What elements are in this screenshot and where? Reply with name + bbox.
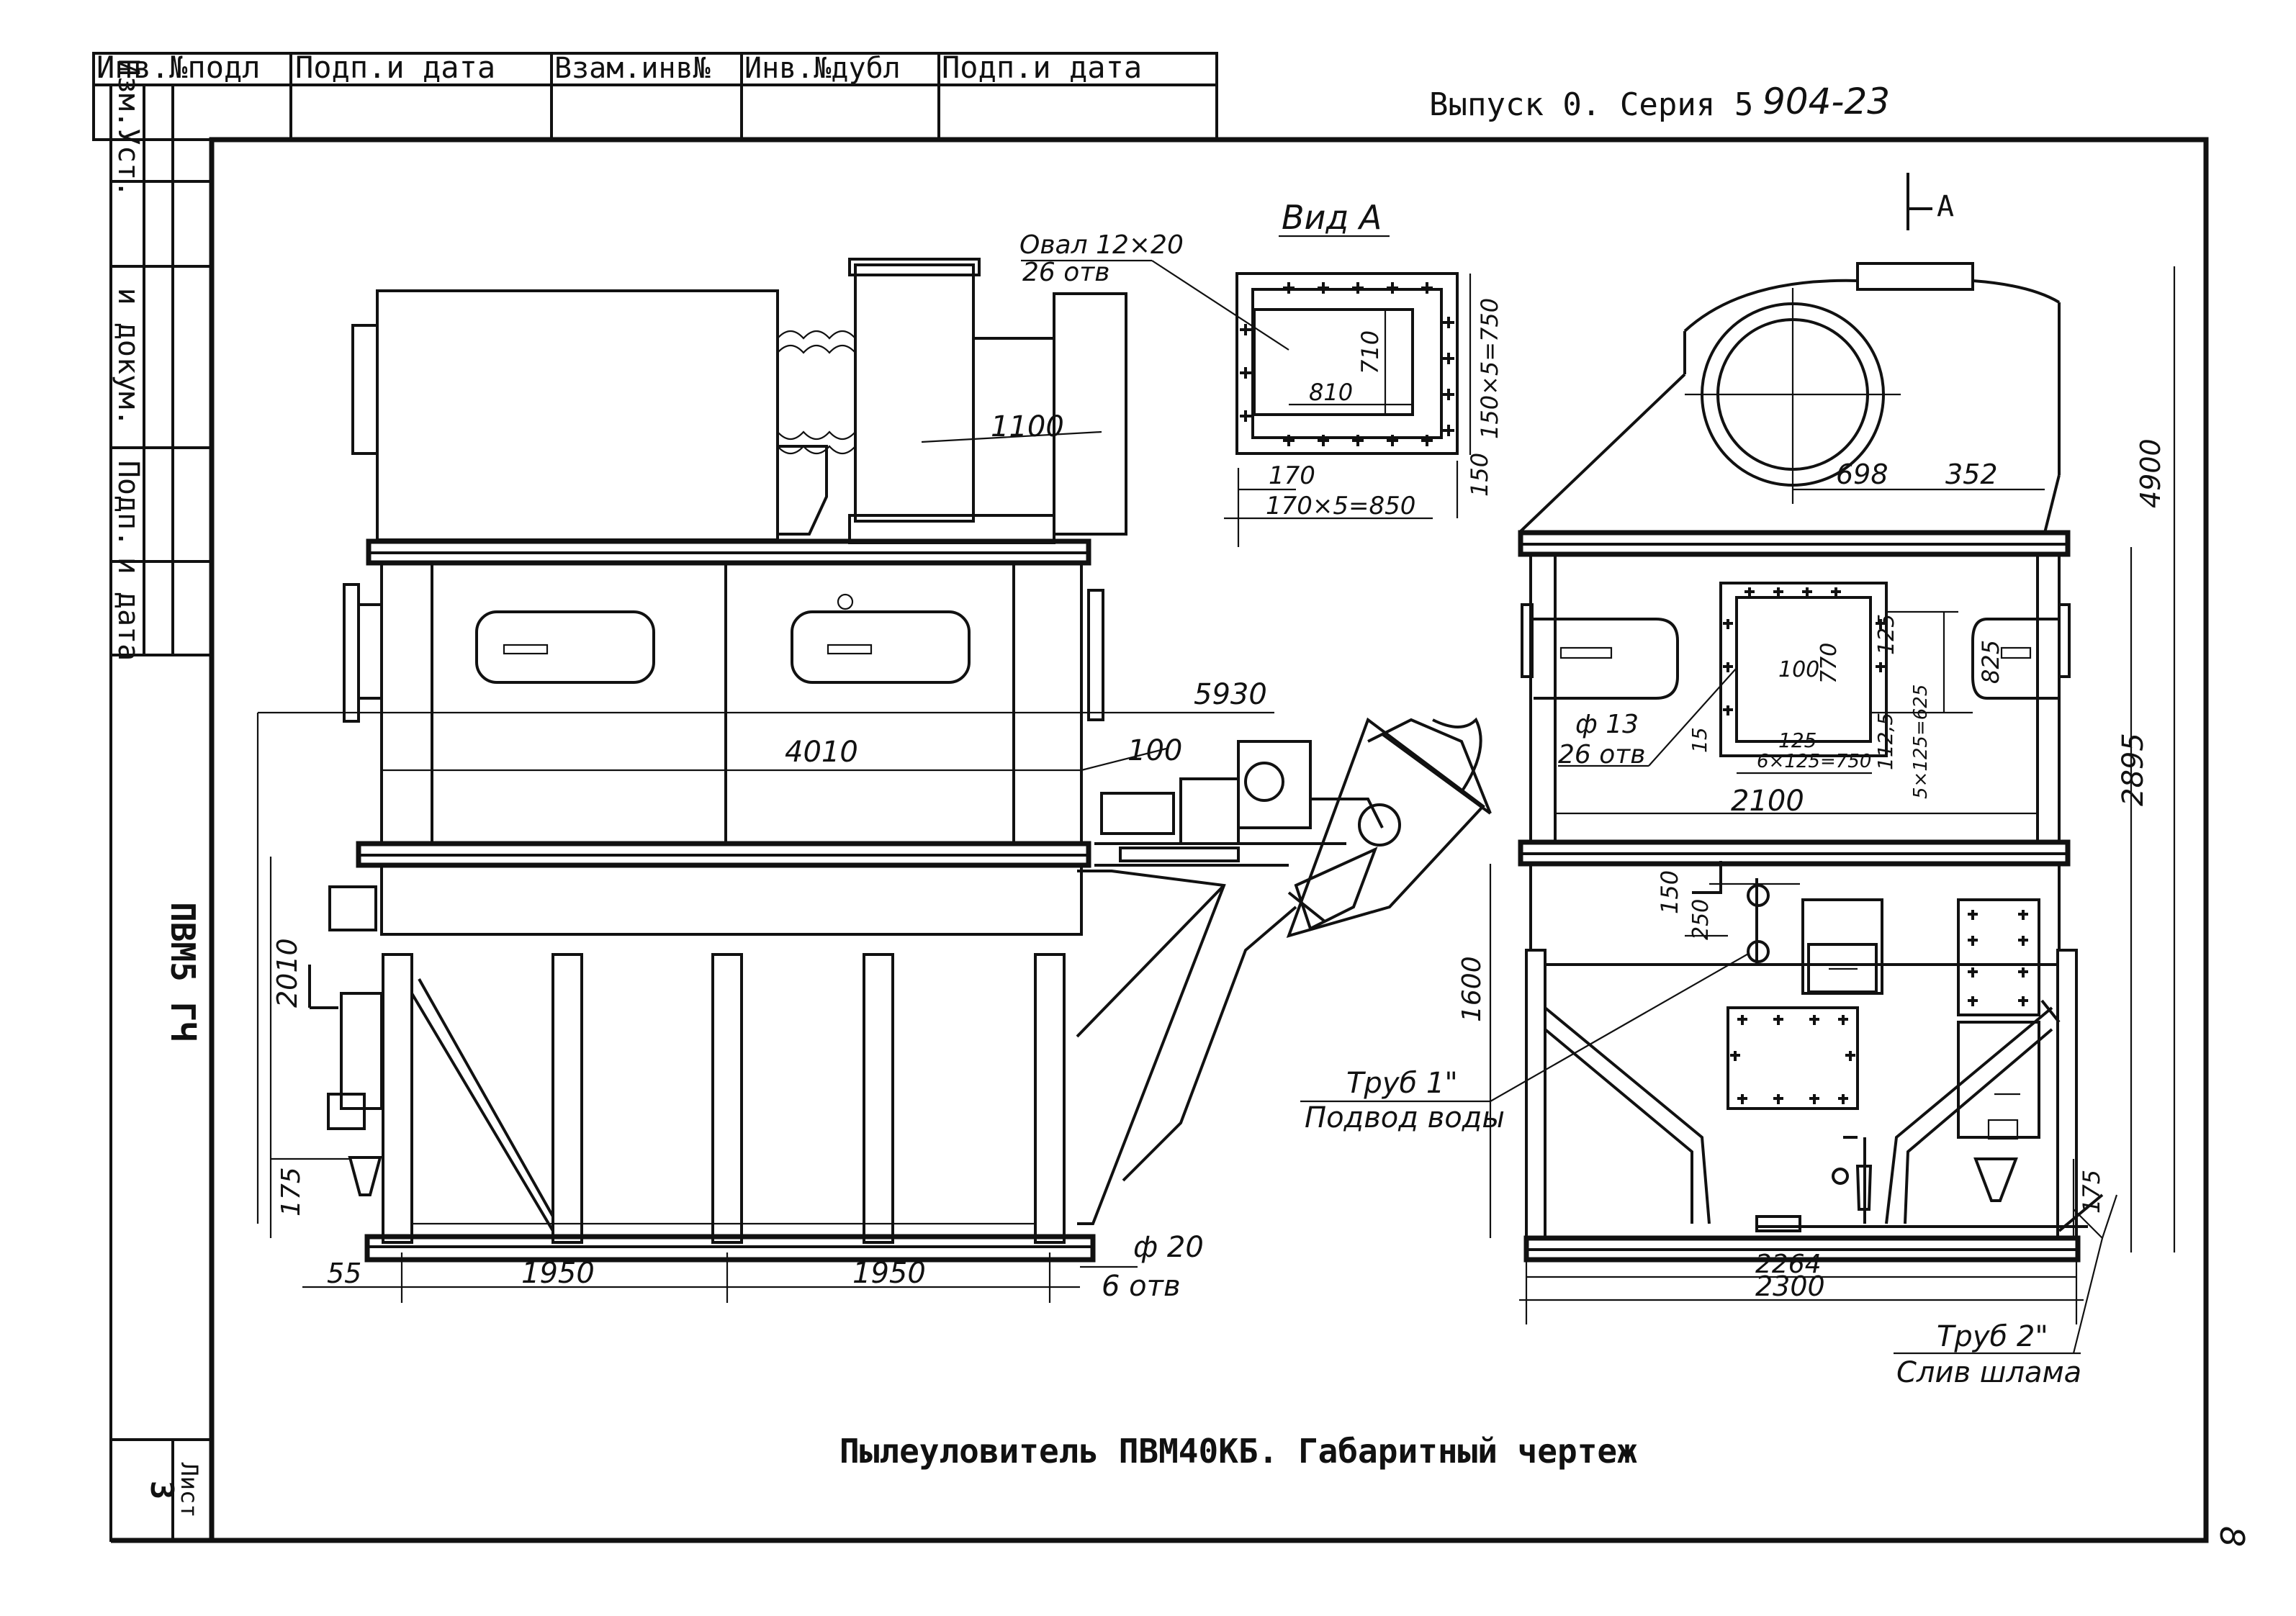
front-dim-1950-b: 1950 bbox=[852, 1257, 926, 1290]
side-dim-770: 770 bbox=[1816, 643, 1842, 684]
side-hole-count: 26 отв bbox=[1558, 740, 1645, 769]
stamp-cell-2: и докум. bbox=[112, 288, 145, 427]
sheet-number: 3 bbox=[143, 1481, 180, 1500]
view-a-dim-170: 170 bbox=[1269, 461, 1315, 490]
header-cell-5: Подп.и дата bbox=[942, 50, 1142, 85]
side-dim-125: 125 bbox=[1874, 614, 1899, 655]
view-a: Вид А Овал 12×20 26 отв 810 710 150×5=75… bbox=[1019, 198, 1503, 547]
front-dim-100: 100 bbox=[1127, 734, 1182, 767]
side-dim-2300: 2300 bbox=[1755, 1270, 1825, 1302]
section-marker-a: А bbox=[1937, 190, 1954, 223]
side-dim-175: 175 bbox=[2078, 1170, 2105, 1214]
side-dim-1125: 112,5 bbox=[1873, 713, 1897, 770]
front-dim-2010: 2010 bbox=[271, 938, 303, 1008]
side-pipe-sludge-2: Слив шлама bbox=[1896, 1356, 2081, 1389]
stamp-cell-3: Подп. bbox=[112, 461, 145, 547]
side-dim-15: 15 bbox=[1688, 727, 1711, 753]
page-mark: 8 bbox=[2212, 1526, 2251, 1547]
view-a-dim-150: 150 bbox=[1466, 453, 1493, 497]
front-bolt-holes-count: 6 отв bbox=[1102, 1270, 1181, 1303]
side-dim-250: 250 bbox=[1688, 899, 1714, 940]
front-dim-1950-a: 1950 bbox=[521, 1257, 595, 1290]
header-cell-4: Инв.№дубл bbox=[744, 52, 901, 85]
side-view: А 698 352 4900 2895 bbox=[1300, 173, 2176, 1389]
side-dim-2100: 2100 bbox=[1731, 785, 1804, 818]
side-dim-col: 5×125=625 bbox=[1910, 685, 1932, 799]
side-dim-125b: 125 bbox=[1778, 728, 1816, 752]
view-a-dim-810: 810 bbox=[1309, 379, 1353, 406]
series-number: 904-23 bbox=[1762, 81, 1890, 122]
view-a-dim-side: 150×5=750 bbox=[1476, 298, 1503, 439]
side-dim-698: 698 bbox=[1836, 459, 1888, 490]
header-cell-1: Инв.№подл bbox=[96, 50, 261, 85]
front-dim-55: 55 bbox=[327, 1258, 361, 1289]
side-dim-2895: 2895 bbox=[2117, 733, 2150, 806]
view-a-holes-count: 26 отв bbox=[1022, 258, 1109, 287]
drawing-frame bbox=[209, 137, 2209, 1543]
side-dim-1600: 1600 bbox=[1457, 956, 1487, 1022]
left-side-stamp: Изм.Уст. и докум. Подп. и дата ПВМ5 ГЧ Л… bbox=[109, 59, 213, 1542]
side-dim-4900: 4900 bbox=[2135, 438, 2166, 508]
view-a-title: Вид А bbox=[1282, 198, 1382, 237]
front-dim-1100: 1100 bbox=[991, 410, 1064, 443]
header-cell-3: Взам.инв№ bbox=[554, 52, 711, 85]
side-pipe-water-2: Подвод воды bbox=[1305, 1101, 1505, 1134]
view-a-dim-710: 710 bbox=[1356, 330, 1384, 374]
front-view: 1100 5930 4010 100 bbox=[256, 258, 1492, 1303]
side-pipe-sludge-1: Труб 2" bbox=[1937, 1320, 2048, 1353]
front-dim-4010: 4010 bbox=[785, 736, 858, 769]
side-dim-825: 825 bbox=[1977, 640, 2004, 684]
approval-header-table: Инв.№подл Подп.и дата Взам.инв№ Инв.№дуб… bbox=[92, 50, 1218, 141]
side-hole-dia: ф 13 bbox=[1575, 710, 1639, 739]
front-dim-175: 175 bbox=[276, 1167, 306, 1216]
drawing-caption: Пылеуловитель ПВМ40КБ. Габаритный чертеж bbox=[839, 1432, 1637, 1471]
side-dim-row: 6×125=750 bbox=[1757, 751, 1871, 772]
side-pipe-water-1: Труб 1" bbox=[1346, 1067, 1458, 1100]
side-dim-100: 100 bbox=[1778, 657, 1819, 682]
header-cell-2: Подп.и дата bbox=[295, 50, 495, 85]
view-a-dim-bottom: 170×5=850 bbox=[1266, 492, 1415, 520]
side-dim-150: 150 bbox=[1656, 870, 1683, 914]
front-dim-5930: 5930 bbox=[1194, 678, 1267, 711]
view-a-holes: Овал 12×20 bbox=[1019, 230, 1184, 260]
drawing-code: ПВМ5 ГЧ bbox=[163, 902, 202, 1042]
stamp-cell-1: Изм.Уст. bbox=[112, 59, 145, 198]
sheet-label: Лист bbox=[176, 1462, 203, 1517]
side-dim-352: 352 bbox=[1945, 459, 1998, 490]
stamp-cell-4: и дата bbox=[112, 557, 145, 662]
side-dim-2264: 2264 bbox=[1755, 1250, 1822, 1279]
issue-series-label: Выпуск 0. Серия 5 bbox=[1429, 86, 1753, 123]
front-bolt-holes: ф 20 bbox=[1133, 1231, 1204, 1264]
